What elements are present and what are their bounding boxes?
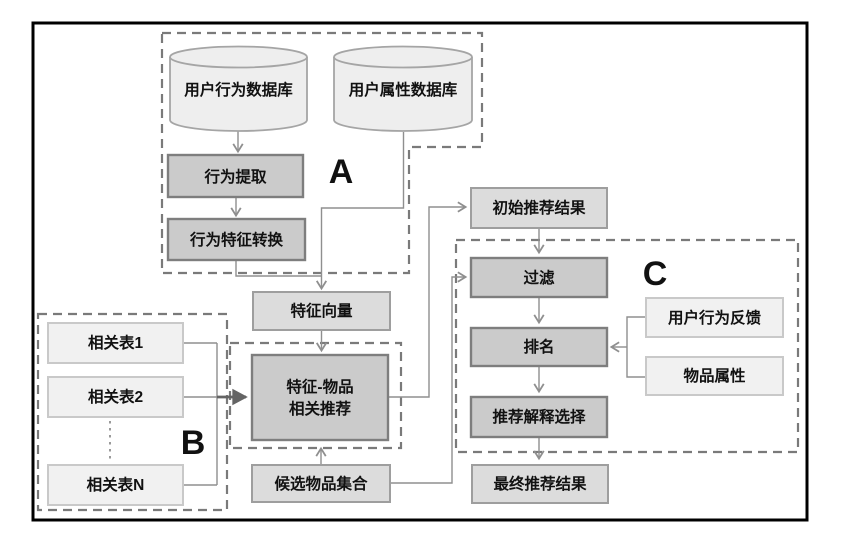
node-related-table-1: 相关表1 [47,322,184,364]
node-initial-recommend-result: 初始推荐结果 [470,187,608,229]
filter-label: 过滤 [523,268,555,287]
feature-vector-label: 特征向量 [290,301,353,320]
related-table-2-label: 相关表2 [88,387,143,406]
related-table-n-label: 相关表N [87,475,145,494]
user-behavior-feedback-label: 用户行为反馈 [668,308,762,327]
connector-feedback-attribute-bus [626,316,646,378]
initial-recommend-result-label: 初始推荐结果 [492,198,586,217]
behavior-feature-transform-label: 行为特征转换 [189,230,284,249]
dashed-region-c [454,238,800,454]
node-candidate-item-set: 候选物品集合 [251,464,391,503]
final-recommend-result-label: 最终推荐结果 [493,474,587,493]
cylinder-body [333,57,473,132]
node-related-table-2: 相关表2 [47,376,184,418]
cylinder-top [333,45,473,69]
db-user-attribute-label: 用户属性数据库 [349,80,458,99]
connector-transform-to-feature-vector [235,260,322,277]
node-behavior-feature-transform: 行为特征转换 [166,217,307,262]
arrow-db-attribute-to-feature-vector [315,132,405,291]
section-label-b: B [181,424,206,462]
recommend-explanation-select-label: 推荐解释选择 [492,407,586,426]
node-final-recommend-result: 最终推荐结果 [471,464,609,504]
node-item-attribute: 物品属性 [645,356,784,396]
arrow-feature-item-to-initial-result [388,201,468,398]
section-label-c: C [643,255,668,293]
related-table-1-label: 相关表1 [88,333,144,352]
section-label-a: A [329,153,354,191]
outer-frame [31,21,809,522]
cylinder-body [169,57,308,132]
node-feature-vector: 特征向量 [252,291,391,331]
node-rank: 排名 [469,326,609,368]
connectors [109,130,646,486]
node-related-table-n: 相关表N [47,464,184,506]
rank-label: 排名 [523,337,554,356]
dashed-region-a [160,31,484,275]
item-attribute-label: 物品属性 [683,366,746,385]
feature-item-recommend-line1: 特征-物品 [286,377,353,396]
node-user-behavior-feedback: 用户行为反馈 [645,297,784,338]
dashed-region-b [36,312,229,512]
candidate-item-set-label: 候选物品集合 [274,474,368,493]
arrow-candidates-to-filter [390,271,468,484]
behavior-extraction-label: 行为提取 [203,167,267,186]
node-feature-item-recommend: 特征-物品 相关推荐 [250,353,390,442]
db-user-behavior-label: 用户行为数据库 [184,80,293,99]
feature-item-recommend-line2: 相关推荐 [289,399,352,418]
node-filter: 过滤 [469,256,609,299]
cylinder-top [169,45,308,69]
node-recommend-explanation-select: 推荐解释选择 [469,395,609,439]
node-db-user-attribute: 用户属性数据库 [333,45,473,132]
node-behavior-extraction: 行为提取 [166,153,305,199]
node-db-user-behavior: 用户行为数据库 [169,45,308,132]
